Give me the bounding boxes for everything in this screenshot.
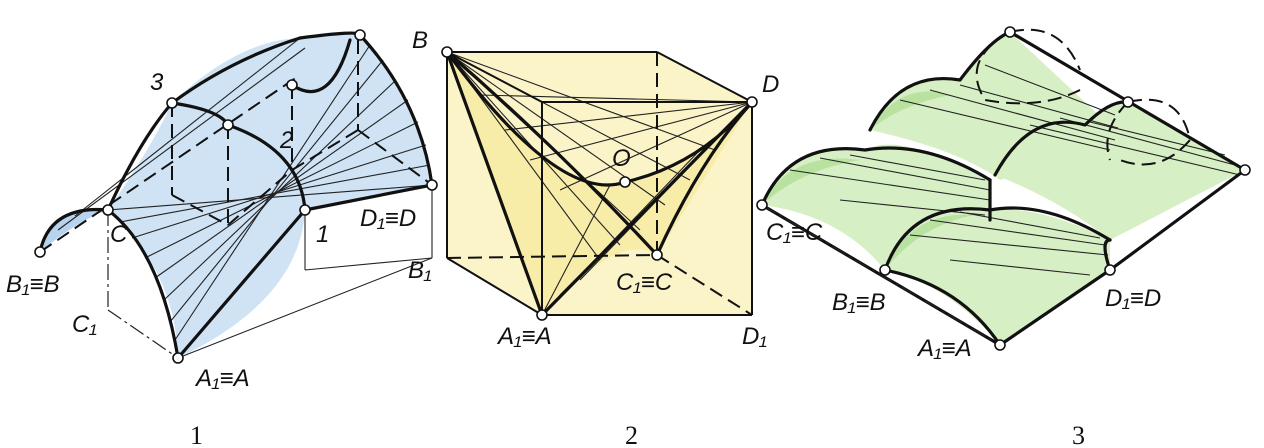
label-D: D (762, 71, 779, 98)
label-D1D: D₁≡D (360, 205, 416, 232)
point-C1C (651, 249, 663, 261)
vault-front-right (885, 208, 1110, 345)
vault-generators (789, 64, 1241, 276)
side-arch-3 (290, 38, 352, 94)
label-3: 3 (150, 69, 164, 96)
point-right-end (1239, 164, 1251, 176)
point-B (441, 46, 453, 58)
point-O (619, 176, 631, 188)
vault-surface (40, 32, 432, 358)
label-C1: C₁ (72, 311, 97, 338)
label-1: 1 (316, 221, 329, 248)
label-D1D: D₁≡D (1105, 285, 1161, 312)
point-A1A (536, 309, 548, 321)
point-B1B (34, 246, 46, 258)
label-C1C: C₁≡C (616, 269, 673, 296)
label-A1A: A₁≡A (496, 323, 552, 350)
label-B1: B₁ (408, 257, 432, 284)
figure-3-conoid-vaults: C₁≡C B₁≡B D₁≡D A₁≡A 3 (756, 26, 1251, 448)
point-A1A (994, 339, 1006, 351)
label-B: B (412, 27, 428, 54)
point-2a (222, 119, 234, 131)
back-arch (298, 31, 434, 187)
label-A1A: A₁≡A (916, 335, 972, 362)
figure-1-cylindrical-vault: B₁≡B C C₁ A₁≡A D₁≡D 3 2 1 1 (6, 29, 438, 448)
caption-1: 1 (190, 421, 203, 448)
label-B1B: B₁≡B (6, 271, 60, 298)
point-C (102, 204, 114, 216)
label-O: O (612, 145, 631, 172)
label-C1C: C₁≡C (766, 219, 823, 246)
figure-2-hyperbolic-paraboloid: B D O B₁ C₁≡C A₁≡A D₁ 2 (408, 27, 779, 448)
label-D1: D₁ (742, 323, 767, 350)
caption-2: 2 (625, 421, 638, 448)
front-arch (38, 207, 110, 254)
point-top-left (1004, 26, 1016, 38)
hidden-edges (39, 40, 433, 253)
point-3 (166, 97, 178, 109)
point-C1C (756, 199, 768, 211)
label-C: C (110, 221, 128, 248)
point-2b (286, 79, 298, 91)
point-D1D (426, 179, 438, 191)
point-D (746, 96, 758, 108)
label-A1A: A₁≡A (194, 365, 250, 392)
label-B1B: B₁≡B (832, 289, 886, 316)
mid-arch (226, 123, 307, 212)
vault-back-right (995, 101, 1245, 240)
point-B1B (879, 264, 891, 276)
generator-lines (57, 37, 433, 341)
caption-3: 3 (1072, 421, 1085, 448)
point-top (354, 29, 366, 41)
point-top-right (1122, 96, 1134, 108)
front-edge-arch (106, 208, 180, 360)
point-1 (299, 204, 311, 216)
point-D1D (1104, 264, 1116, 276)
point-A1A (172, 352, 184, 364)
label-2: 2 (279, 127, 293, 154)
